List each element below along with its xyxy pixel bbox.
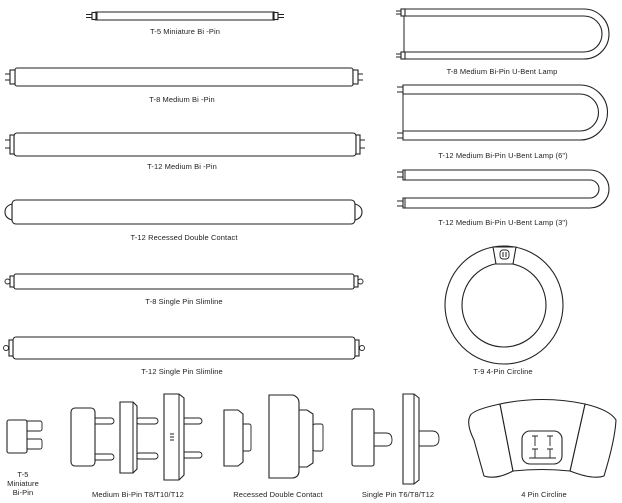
lamp-label: T-8 Medium Bi-Pin U-Bent Lamp xyxy=(446,67,558,76)
t12-recessed-double-contact-tube xyxy=(4,199,363,225)
lamp-label: T-12 Single Pin Slimline xyxy=(141,367,223,376)
t9-circline-tube xyxy=(444,245,564,365)
lamp-label: T-9 4-Pin Circline xyxy=(473,367,533,376)
base-label: T-5 Miniature Bi-Pin xyxy=(7,470,39,497)
lamp-label: T-8 Medium Bi -Pin xyxy=(149,95,215,104)
lamp-label: T-8 Single Pin Slimline xyxy=(145,297,223,306)
four-pin-circline-base-drawing xyxy=(468,398,617,478)
lamp-label: T-12 Recessed Double Contact xyxy=(130,233,238,242)
lamp-label: T-5 Miniature Bi -Pin xyxy=(149,27,221,36)
base-label: 4 Pin Circline xyxy=(521,490,567,499)
t12-medium-bi-pin-tube xyxy=(5,132,365,157)
t8-single-pin-slimline-tube xyxy=(4,273,364,290)
base-label: Medium Bi-Pin T8/T10/T12 xyxy=(92,490,184,499)
t5-miniature-tube xyxy=(86,11,284,21)
base-label: Recessed Double Contact xyxy=(233,490,323,499)
recessed-double-contact-base-drawing xyxy=(223,394,324,479)
lamp-label: T-12 Medium Bi-Pin U-Bent Lamp (3") xyxy=(438,218,568,227)
lamp-label: T-12 Medium Bi -Pin xyxy=(147,162,217,171)
t12-single-pin-slimline-tube xyxy=(3,336,365,360)
t5-miniature-base-drawing xyxy=(6,419,43,454)
medium-bi-pin-base-drawing xyxy=(70,393,203,481)
t12-u-bent-6-tube xyxy=(397,84,609,141)
lamp-label: T-12 Medium Bi-Pin U-Bent Lamp (6") xyxy=(438,151,568,160)
t12-u-bent-3-tube xyxy=(397,169,610,209)
single-pin-base-drawing xyxy=(351,393,440,485)
base-label: Single Pin T6/T8/T12 xyxy=(361,490,435,499)
t8-medium-bi-pin-tube xyxy=(5,67,363,87)
t8-u-bent-tube xyxy=(396,8,610,60)
